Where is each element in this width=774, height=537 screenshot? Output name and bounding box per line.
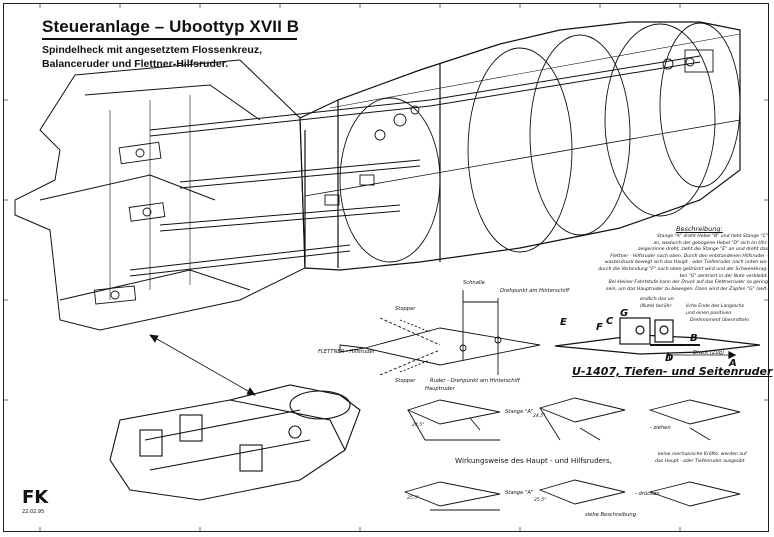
description-line: wasserdruck bewegt sich das Haupt - oder… bbox=[604, 260, 768, 266]
label-ziehen: - ziehen bbox=[650, 425, 671, 431]
angle-label-2: 24,5° bbox=[533, 414, 546, 419]
description-line: Stange "A" dreht Hebel "B" und hebt Stan… bbox=[656, 234, 768, 239]
label-schnalle: Schnalle bbox=[463, 280, 485, 286]
label-hauptruder: Hauptruder bbox=[425, 386, 455, 392]
description-line: zeigersinne dreht, zieht die Stange "E" … bbox=[638, 247, 768, 253]
drawing-title: Steueranlage – Uboottyp XVII B bbox=[42, 17, 300, 36]
description-line: Flettner - Hilfsruder nach oben. Durch d… bbox=[610, 253, 768, 259]
description-line: endlich das un- bbox=[640, 297, 676, 302]
description-text: Stange "A" dreht Hebel "B" und hebt Stan… bbox=[568, 234, 768, 293]
label-flettner: FLETTNER - Hilfsruder bbox=[318, 349, 375, 355]
operation-title: Wirkungsweise des Haupt - und Hilfsruder… bbox=[455, 456, 613, 465]
logo-date: 22.02.95 bbox=[22, 509, 45, 515]
label-drehpunkt-hinterschiff: Drehpunkt am Hinterschiff bbox=[500, 288, 570, 294]
mechanism-title: U-1407, Tiefen- und Seitenruder bbox=[572, 365, 773, 378]
description-line: ten "G" zentriert in der Nute verbleibt. bbox=[679, 273, 768, 279]
description-line: (Nute) berühr- bbox=[640, 304, 673, 309]
logo-monogram: FK bbox=[22, 487, 49, 508]
stern-hull bbox=[299, 21, 741, 271]
flettner-schematic bbox=[339, 290, 541, 376]
operation-footer: siehe Beschreibung. bbox=[585, 512, 638, 518]
detail-arrow bbox=[149, 334, 256, 396]
description-side-line: und einen positiven bbox=[686, 311, 732, 316]
label-stopper-top: Stopper bbox=[395, 306, 416, 312]
angle-label-1: 24,5° bbox=[412, 423, 425, 428]
operation-note-1: keine mechanische Kräfte, werden auf bbox=[658, 452, 747, 457]
monogram-logo: FK 22.02.95 bbox=[22, 487, 49, 516]
label-stopper-bottom: Stopper bbox=[395, 378, 416, 384]
description-side-line: liche Ende des Langlochs bbox=[686, 304, 745, 309]
description-line: durch die Verbindung "F" nach oben gedrü… bbox=[598, 266, 768, 272]
label-druecken: - drücken bbox=[635, 491, 660, 497]
mechanism-letter-e: E bbox=[560, 317, 567, 328]
linkage-details bbox=[93, 49, 714, 305]
drawing-frame bbox=[3, 3, 769, 532]
description-line: an, wodurch der gebogene Hebel "D" sich … bbox=[653, 240, 768, 246]
description-line: Drehmoment übermitteln. bbox=[690, 318, 751, 323]
title-underline bbox=[42, 38, 297, 40]
description-line: Bei kleiner Fahrtstufe kann der Druck au… bbox=[608, 280, 768, 286]
angle-label-4: 25,5° bbox=[534, 498, 547, 503]
hull-frames bbox=[339, 22, 741, 263]
subtitle-line-2: Balanceruder und Flettner-Hilfsruder. bbox=[42, 58, 229, 70]
description-line: sein, um das Hauptruder zu bewegen. Dann… bbox=[606, 286, 768, 292]
mechanism-letter-f: F bbox=[596, 322, 603, 333]
rudder-assembly bbox=[14, 59, 306, 331]
label-stange-a-bottom: Stange "A" bbox=[505, 490, 534, 496]
label-ruder-drehpunkt: Ruder - Drehpunkt am Hinterschiff bbox=[430, 378, 520, 384]
operation-note-2: das Haupt - oder Tiefenruder ausgeübt bbox=[655, 459, 745, 464]
mechanism-drawing bbox=[554, 317, 761, 361]
operation-diagrams bbox=[403, 397, 741, 511]
mechanism-letter-b: B bbox=[690, 333, 698, 344]
frame-ticks bbox=[3, 3, 769, 532]
angle-label-3: 25,5° bbox=[407, 496, 420, 501]
label-stange-a-top: Stange "A" bbox=[505, 409, 534, 415]
rudder-yoke-detail bbox=[109, 384, 361, 501]
description-title: Beschreibung: bbox=[676, 225, 723, 233]
mechanism-letter-g: G bbox=[620, 308, 629, 319]
steering-rods bbox=[129, 55, 701, 277]
mechanism-letter-c: C bbox=[606, 316, 614, 327]
subtitle-line-1: Spindelheck mit angesetztem Flossenkreuz… bbox=[42, 44, 262, 56]
label-druck-zug: Druck (Zug) bbox=[693, 350, 725, 356]
mechanism-letter-d: D bbox=[665, 353, 674, 364]
mechanism-letter-a: A bbox=[729, 358, 737, 369]
